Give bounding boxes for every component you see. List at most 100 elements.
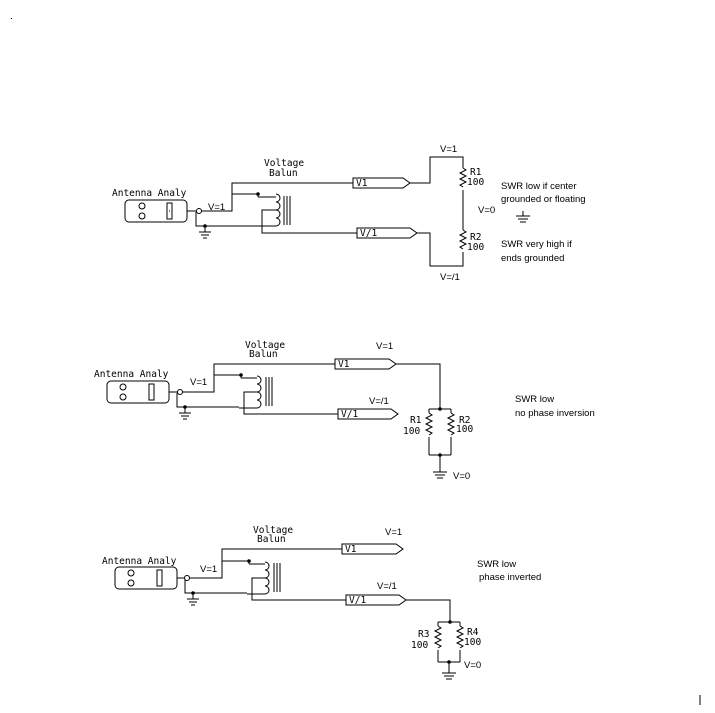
junction-dot [256, 192, 260, 196]
analyzer-knob [119, 393, 127, 401]
wire [176, 393, 239, 408]
antenna-analyzer-1: Antenna Analy [112, 188, 202, 223]
note-line: SWR low if center [501, 181, 577, 192]
port-flag-bottom: V/1 [345, 594, 407, 606]
note-line: grounded or floating [501, 194, 586, 205]
port-label: V/1 [341, 409, 358, 420]
ground-symbol [199, 226, 211, 239]
analyzer-label: Antenna Analy [102, 556, 177, 567]
resistor-name: R2 [470, 232, 481, 243]
resistor-r2 [458, 229, 468, 250]
resistor-value: 100 [467, 177, 484, 188]
analyzer-meter [148, 383, 155, 401]
port-flag-top: V1 [341, 543, 404, 555]
voltage-label: V=0 [464, 660, 481, 671]
port-label: V1 [338, 359, 350, 370]
wire [231, 182, 353, 194]
wire [221, 548, 342, 561]
balun-subtitle: Balun [249, 349, 278, 360]
voltage-label: V=/1 [377, 581, 397, 592]
wire [213, 363, 335, 375]
wire [251, 577, 346, 601]
source-voltage: V=1 [190, 377, 207, 388]
wire [396, 363, 441, 409]
junction-dot [247, 559, 251, 563]
antenna-analyzer-2: Antenna Analy [94, 369, 183, 404]
resistor-name: R1 [470, 167, 482, 178]
circuit-3: Antenna Analy V=1 Voltage Balun [102, 525, 541, 680]
analyzer-meter [156, 569, 163, 587]
resistor-value: 100 [411, 640, 428, 651]
port-flag-bottom: V/1 [337, 408, 399, 420]
analyzer-body [124, 199, 188, 223]
resistor-r1 [424, 412, 434, 436]
port-label: V/1 [349, 595, 366, 606]
junction-dot [239, 373, 243, 377]
balun-transformer [247, 561, 281, 595]
analyzer-body [106, 380, 170, 404]
resistor-r4 [455, 625, 465, 649]
note-line: SWR very high if [501, 239, 572, 250]
ground-symbol [187, 593, 199, 606]
source-voltage: V=1 [208, 202, 225, 213]
resistor-name: R1 [410, 415, 422, 426]
balun-title: Voltage [264, 158, 304, 169]
circuit-2: Antenna Analy V=1 Voltage Balun [94, 340, 595, 482]
resistor-r2 [446, 412, 456, 436]
resistor-name: R3 [418, 629, 429, 640]
voltage-label: V=1 [376, 341, 393, 352]
analyzer-knob [127, 579, 135, 587]
source-voltage: V=1 [200, 564, 217, 575]
voltage-label: V=0 [453, 471, 470, 482]
note-line: SWR low [515, 394, 554, 405]
port-flag-bottom: V/1 [356, 227, 418, 239]
analyzer-port [196, 208, 202, 214]
voltage-label: V=1 [385, 527, 402, 538]
note-line: no phase inversion [515, 408, 595, 419]
balun-transformer [257, 193, 291, 227]
resistor-value: 100 [456, 424, 473, 435]
analyzer-label: Antenna Analy [112, 188, 187, 199]
balun-subtitle: Balun [257, 534, 286, 545]
resistor-name: R4 [467, 627, 479, 638]
wire [261, 209, 357, 234]
wire [417, 232, 464, 267]
voltage-label: V=/1 [369, 396, 389, 407]
note-line: phase inverted [479, 572, 541, 583]
resistor-value: 100 [403, 426, 420, 437]
analyzer-port [177, 389, 183, 395]
balun-title: Voltage [253, 525, 293, 536]
wire [189, 560, 250, 579]
analyzer-knob [138, 202, 146, 210]
port-flag-top: V1 [334, 358, 397, 370]
analyzer-meter [166, 202, 173, 220]
wire [184, 579, 247, 594]
resistor-value: 100 [464, 637, 481, 648]
port-flag-top: V1 [352, 177, 411, 189]
ground-symbol [442, 662, 456, 680]
resistor-r1 [458, 167, 468, 188]
balun-title: Voltage [245, 340, 285, 351]
analyzer-knob [138, 212, 146, 220]
ground-symbol [433, 455, 447, 479]
antenna-analyzer-3: Antenna Analy [102, 556, 190, 590]
analyzer-body [114, 566, 178, 590]
port-label: V1 [356, 178, 368, 189]
wire [406, 599, 451, 622]
ground-symbol [516, 211, 530, 223]
resistor-name: R2 [459, 415, 470, 426]
voltage-label: V=0 [478, 205, 495, 216]
voltage-label: V=1 [440, 144, 457, 155]
balun-subtitle: Balun [269, 168, 298, 179]
voltage-label: V=/1 [440, 272, 460, 283]
analyzer-knob [127, 569, 135, 577]
wire [410, 156, 464, 184]
wire [195, 212, 257, 227]
port-label: V/1 [360, 228, 377, 239]
circuit-1: Antenna Analy V=1 Voltage Balun [112, 144, 586, 283]
resistor-r3 [433, 625, 443, 649]
analyzer-label: Antenna Analy [94, 369, 169, 380]
resistor-value: 100 [467, 242, 484, 253]
